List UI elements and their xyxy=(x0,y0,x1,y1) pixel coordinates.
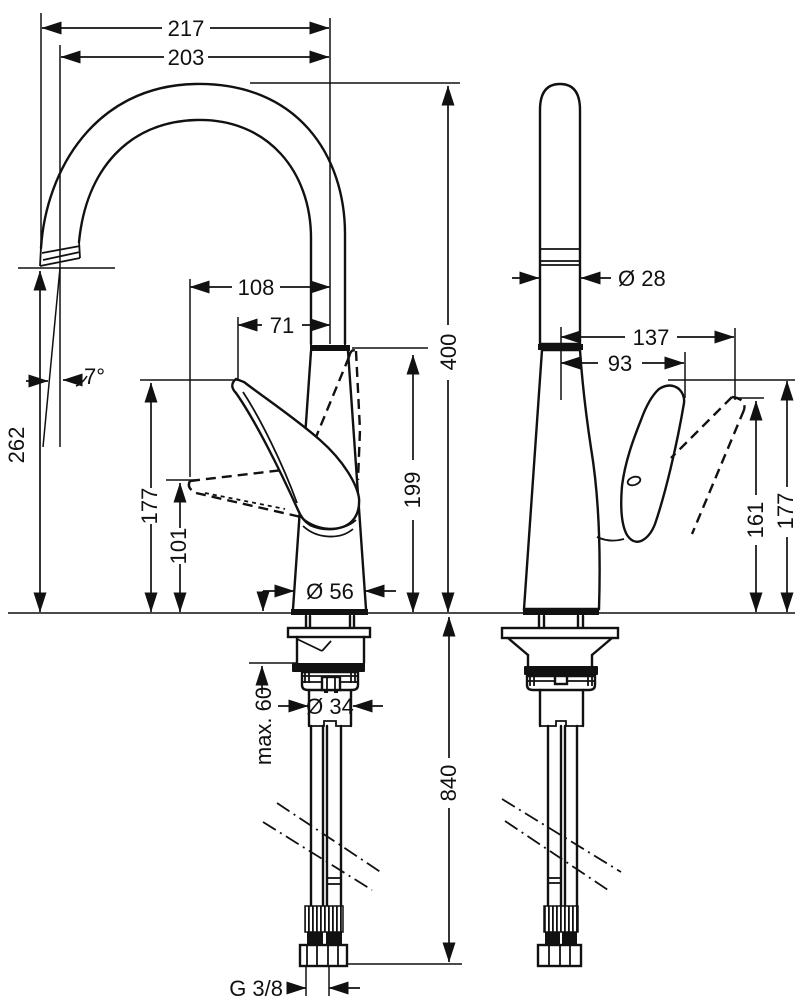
dim-7deg: 7° xyxy=(26,364,105,389)
side-hose xyxy=(501,724,622,968)
side-mounting-stack xyxy=(500,609,620,728)
dim-161: 161 xyxy=(743,400,768,613)
side-spout-column xyxy=(538,82,582,346)
dim-199: 199 xyxy=(400,354,425,613)
dim-101: 101 xyxy=(166,482,191,613)
front-hoses xyxy=(262,724,383,968)
front-hose-nut xyxy=(298,943,349,968)
front-handle-raised-dashed xyxy=(314,349,362,481)
side-hose-crimp xyxy=(543,905,579,933)
dim-262-label: 262 xyxy=(4,427,29,464)
spout-inner-curve xyxy=(77,118,313,346)
dim-137-label: 137 xyxy=(633,325,670,350)
dim-56-label: Ø 56 xyxy=(306,579,354,604)
dim-177-side-label: 177 xyxy=(773,493,798,530)
front-handle-underside-arc1 xyxy=(299,515,357,530)
dim-217: 217 xyxy=(41,16,330,41)
dim-g38: G 3/8 xyxy=(229,976,360,1000)
dimensions-side: Ø 28 137 93 161 177 xyxy=(512,266,798,613)
side-view xyxy=(500,82,746,968)
side-handle xyxy=(620,384,686,543)
dim-177-front: 177 xyxy=(137,382,162,613)
dim-199-label: 199 xyxy=(400,472,425,509)
dim-7deg-label: 7° xyxy=(84,364,105,389)
front-handle-lowered-dashed xyxy=(187,468,302,519)
dim-28-label: Ø 28 xyxy=(618,266,666,291)
dim-34-label: Ø 34 xyxy=(306,694,354,719)
dimensions-front: 217 203 108 71 400 199 xyxy=(4,13,461,1000)
dim-203-label: 203 xyxy=(168,45,205,70)
side-gasket xyxy=(524,666,598,675)
dim-262: 262 xyxy=(4,270,47,613)
dim-840-label: 840 xyxy=(436,765,461,802)
front-base-band xyxy=(291,609,368,615)
dim-71: 71 xyxy=(237,313,331,338)
dim-217-label: 217 xyxy=(168,16,205,41)
dim-400-label: 400 xyxy=(436,334,461,371)
outlet-angle-line xyxy=(42,267,61,448)
front-view xyxy=(39,82,383,968)
side-body xyxy=(522,348,601,611)
reference-lines xyxy=(8,82,795,965)
dim-28: Ø 28 xyxy=(512,266,666,291)
dim-g38-label: G 3/8 xyxy=(229,976,283,1000)
dim-93: 93 xyxy=(560,351,685,376)
side-base-band xyxy=(523,609,599,615)
dim-71-label: 71 xyxy=(270,313,294,338)
dim-840: 840 xyxy=(436,616,461,963)
dim-203: 203 xyxy=(60,45,330,70)
dim-max60-label: max. 60 xyxy=(251,687,276,765)
front-handle-underside-arc2 xyxy=(302,525,354,538)
front-body-right xyxy=(346,349,368,611)
spout-outlet xyxy=(39,240,81,267)
dim-400: 400 xyxy=(436,85,461,613)
side-break-line xyxy=(501,798,622,873)
dim-93-label: 93 xyxy=(608,351,632,376)
front-joint-band xyxy=(310,345,350,351)
front-mounting-stack xyxy=(286,614,372,728)
dim-108-label: 108 xyxy=(238,275,275,300)
dim-177-front-label: 177 xyxy=(137,488,162,525)
dim-101-label: 101 xyxy=(166,528,191,565)
front-hose-crimp xyxy=(304,905,344,933)
front-retaining-clip xyxy=(320,675,342,692)
front-gasket xyxy=(292,663,365,672)
side-handle-pivot xyxy=(626,475,642,487)
dim-137: 137 xyxy=(560,325,735,350)
dim-max60: max. 60 xyxy=(251,665,276,765)
dim-177-side: 177 xyxy=(773,380,798,613)
dim-34: Ø 34 xyxy=(278,694,383,719)
front-handle-edge-line xyxy=(242,391,298,504)
dim-161-label: 161 xyxy=(743,502,768,539)
dim-56: Ø 56 xyxy=(256,579,396,612)
front-break-line xyxy=(276,802,383,874)
dim-108: 108 xyxy=(189,275,331,300)
